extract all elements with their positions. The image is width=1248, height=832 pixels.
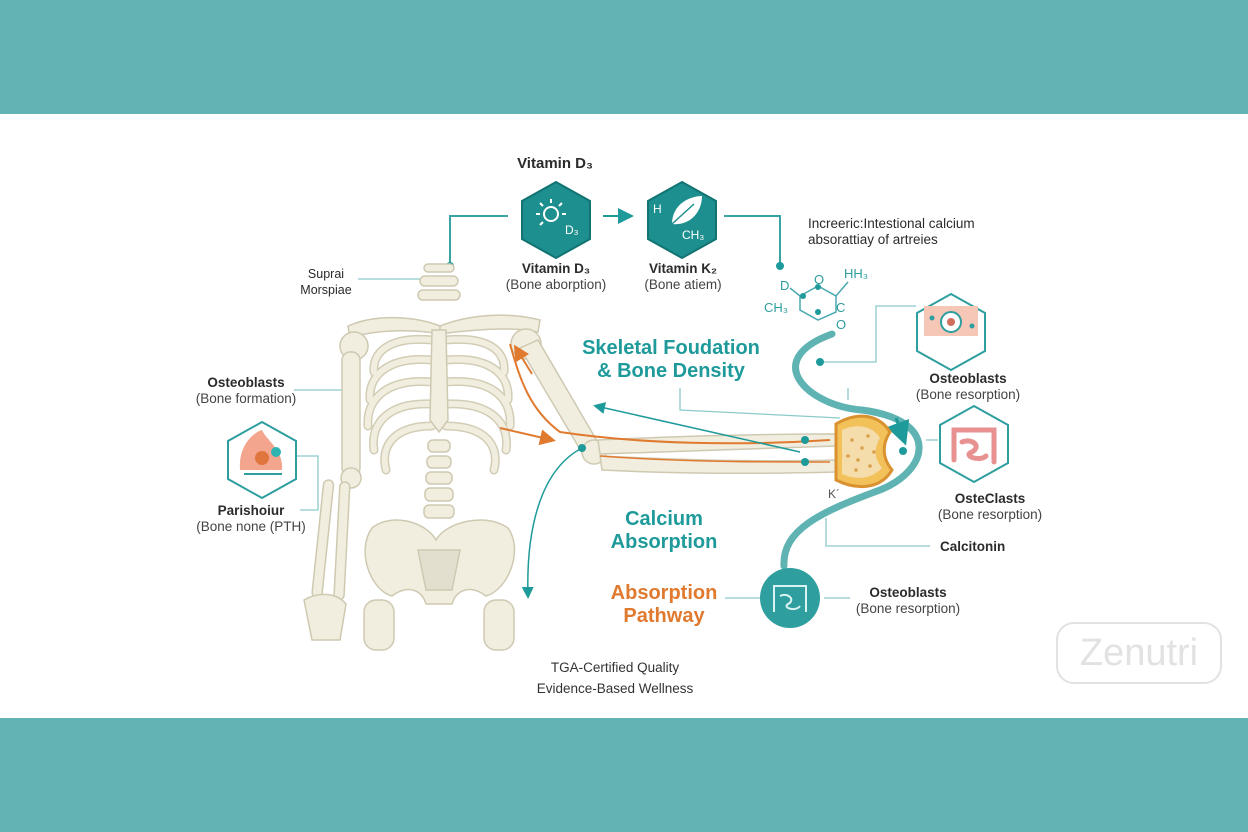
molecule-c: C (836, 300, 846, 315)
absorption-curve (780, 330, 923, 570)
osteoblasts-left-sub: (Bone formation) (195, 391, 297, 406)
molecule-o1: O (814, 272, 825, 287)
vitamin-d-title: Vitamin D₃ (521, 261, 591, 276)
intestinal-line1: Increeric:Intestional calcium (808, 216, 975, 231)
vitamin-k-hexagon (647, 180, 717, 260)
vitamin-d-label: Vitamin D₃ (Bone aborption) (496, 261, 616, 293)
parishoiur-title: Parishoiur (217, 503, 285, 518)
pathway-line2: Pathway (623, 605, 705, 627)
bone-marker: K´ (828, 487, 840, 501)
gut-circle (760, 568, 820, 628)
vitamin-d-header: Vitamin D₃ (517, 155, 593, 172)
molecule-o2: O (836, 317, 847, 332)
gland-icon (239, 430, 283, 475)
osteoblasts-right-label: Osteoblasts (Bone resorption) (906, 371, 1030, 403)
calcium-line1: Calcium (625, 508, 703, 530)
skeleton (303, 263, 837, 651)
skeletal-foundation-title: Skeletal Foudation & Bone Density (566, 337, 776, 383)
pathway-line1: Absorption (610, 582, 718, 604)
top-connectors (449, 215, 781, 264)
sun-vitamin-d-icon (536, 199, 566, 226)
molecule-ch3: CH₃ (764, 300, 789, 315)
intestinal-line2: absorattiay of artreies (808, 232, 938, 247)
top-band (0, 0, 1248, 114)
calcium-absorption-title: Calcium Absorption (594, 508, 734, 554)
osteoblasts-bottom-label: Osteoblasts (Bone resorption) (846, 585, 970, 617)
vitamin-d-hexagon (521, 180, 591, 260)
absorption-pathway-title: Absorption Pathway (594, 582, 734, 628)
intestinal-absorption-label: Increeric:Intestional calcium absorattia… (808, 216, 975, 248)
skeletal-title-line1: Skeletal Foudation (582, 337, 760, 359)
osteoblasts-left-title: Osteoblasts (207, 375, 285, 390)
bone-cross-section (834, 414, 894, 489)
osteclasts-label: OsteClasts (Bone resorption) (928, 491, 1052, 523)
vitamin-d-sub: (Bone aborption) (505, 277, 607, 292)
osteoblasts-right-title: Osteoblasts (929, 371, 1007, 386)
molecule-hh3: HH₃ (844, 266, 869, 281)
gland-hexagon (227, 420, 297, 500)
footer-text: TGA-Certified Quality Evidence-Based Wel… (510, 660, 720, 697)
vitamin-k-title: Vitamin K₂ (648, 261, 717, 276)
molecule-d: D (780, 278, 790, 293)
leaf-vitamin-k-icon (671, 196, 702, 225)
calcium-line2: Absorption (610, 531, 718, 553)
vitamin-d-badge: D₃ (565, 223, 579, 237)
osteclasts-sub: (Bone resorption) (937, 507, 1043, 522)
intestine-icon (951, 427, 997, 465)
supral-label: Suprai Morspiae (296, 266, 356, 298)
calcitonin-label: Calcitonin (940, 539, 1006, 554)
intestine-hexagon (939, 404, 1009, 484)
gut-icon (773, 585, 807, 612)
connector-dot (776, 262, 784, 270)
brand-logo: Zenutri (1056, 622, 1222, 684)
supral-line1: Suprai (307, 267, 345, 281)
right-connectors (294, 278, 938, 599)
cell-icon (929, 311, 975, 333)
bottom-band (0, 718, 1248, 832)
supral-line2: Morspiae (300, 283, 352, 297)
vitamin-k-badge-ch: CH₃ (682, 228, 705, 242)
vitamin-k-sub: (Bone atiem) (644, 277, 722, 292)
osteclasts-title: OsteClasts (954, 491, 1026, 506)
parishoiur-sub: (Bone none (PTH) (196, 519, 306, 534)
osteoblasts-left-label: Osteoblasts (Bone formation) (186, 375, 306, 407)
vitamin-k-badge-h: H (653, 202, 662, 216)
parishoiur-label: Parishoiur (Bone none (PTH) (186, 503, 316, 535)
footer-line2: Evidence-Based Wellness (536, 681, 694, 696)
osteoblasts-bottom-title: Osteoblasts (869, 585, 947, 600)
vitamin-k-label: Vitamin K₂ (Bone atiem) (628, 261, 738, 293)
skeletal-title-line2: & Bone Density (597, 360, 745, 382)
cell-hexagon (916, 292, 986, 372)
osteoblasts-bottom-sub: (Bone resorption) (855, 601, 961, 616)
footer-line1: TGA-Certified Quality (550, 660, 680, 675)
osteoblasts-right-sub: (Bone resorption) (915, 387, 1021, 402)
